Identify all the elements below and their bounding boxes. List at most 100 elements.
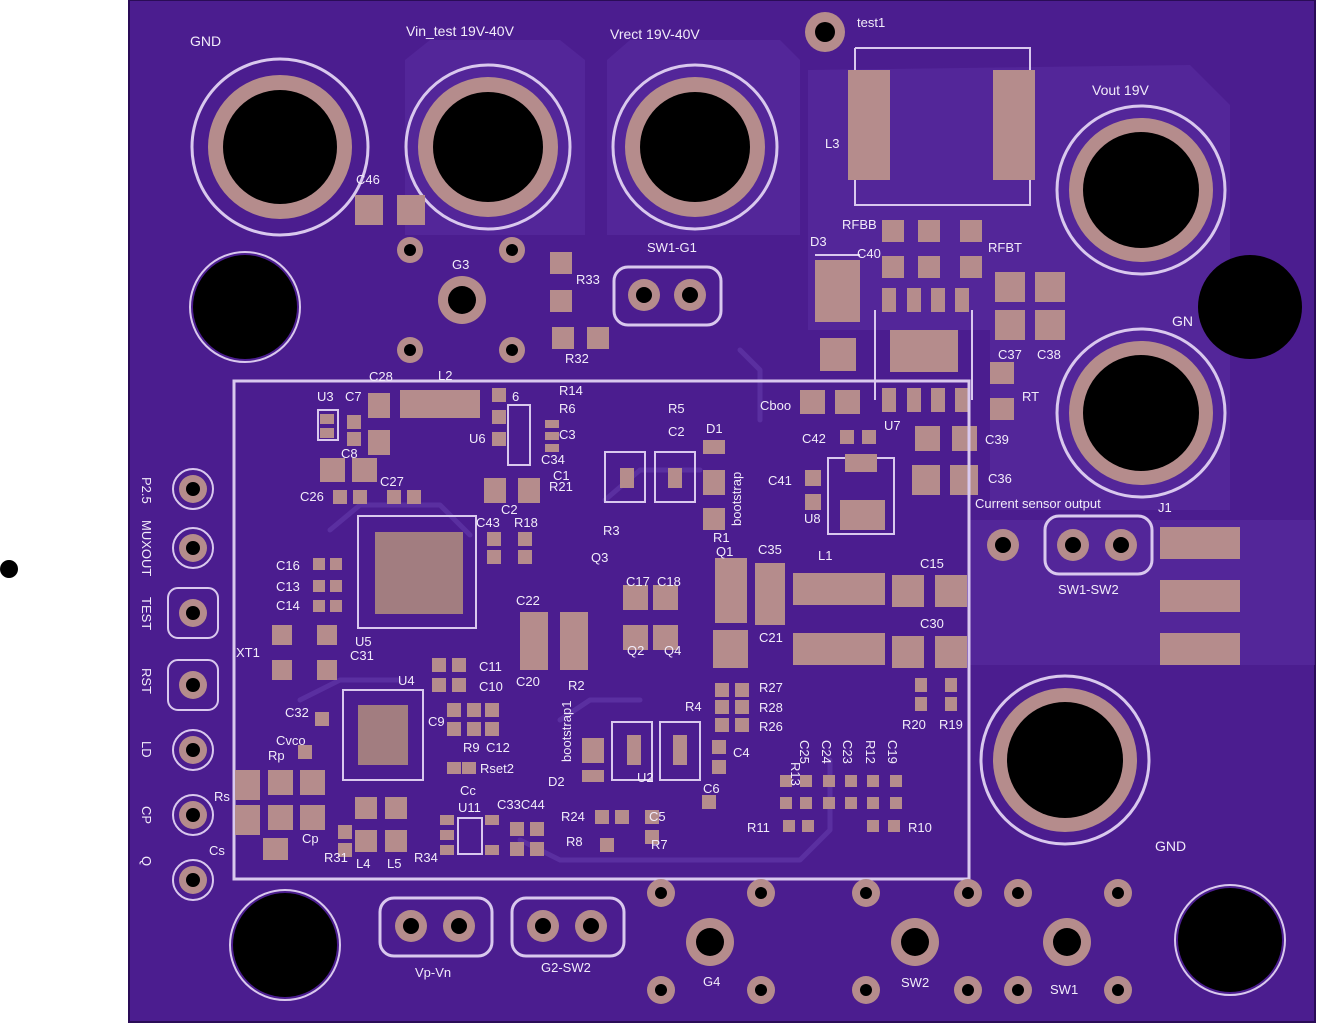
capacitor-c35[interactable]	[755, 563, 785, 625]
transistor-q1[interactable]	[715, 558, 747, 623]
resistor-r11[interactable]	[783, 820, 814, 832]
capacitor-cvco[interactable]	[298, 745, 312, 759]
footprint-sw1[interactable]	[1004, 879, 1132, 1004]
gate-driver-top[interactable]	[604, 451, 696, 503]
footprint-sw2[interactable]	[852, 879, 982, 1004]
inductor-l5[interactable]	[385, 797, 407, 852]
loop-filter-cluster[interactable]	[235, 770, 325, 860]
header-pin-test[interactable]	[167, 587, 219, 639]
capacitor-c33c44[interactable]	[510, 822, 544, 856]
inductor-l3[interactable]	[848, 47, 1035, 206]
capacitor-c10[interactable]	[432, 678, 466, 692]
capacitor-c15[interactable]	[892, 575, 967, 607]
capacitor-c37[interactable]	[995, 272, 1025, 340]
capacitor-c36[interactable]	[912, 465, 978, 495]
gate-driver-u2[interactable]	[611, 721, 701, 781]
inductor-l2[interactable]	[400, 390, 480, 418]
testpoint-test1[interactable]	[805, 12, 845, 52]
label-test: TEST	[139, 597, 154, 630]
resistor-r8[interactable]	[600, 838, 614, 852]
capacitor-c7[interactable]	[347, 415, 361, 446]
capacitor-c28[interactable]	[368, 393, 390, 455]
ic-u6[interactable]	[492, 388, 559, 466]
passive-row-r13-c19[interactable]	[780, 775, 902, 809]
capacitor-c4[interactable]	[712, 740, 726, 774]
terminal-gnd-top-left[interactable]	[190, 57, 370, 237]
capacitor-c6[interactable]	[702, 795, 716, 809]
inductor-l1[interactable]	[793, 573, 885, 665]
connector-j1[interactable]	[1160, 527, 1240, 665]
capacitor-c26[interactable]	[333, 490, 367, 504]
capacitor-c2[interactable]	[484, 478, 540, 503]
capacitor-c42[interactable]	[840, 430, 876, 444]
capacitor-c30[interactable]	[892, 636, 967, 668]
capacitor-c39[interactable]	[915, 426, 977, 451]
ic-u7[interactable]	[874, 288, 973, 412]
connector-sw1-sw2[interactable]	[1043, 514, 1154, 576]
diode-d3[interactable]	[815, 254, 860, 371]
capacitor-c5-r7[interactable]	[645, 810, 659, 844]
resistor-r27-r28-r26[interactable]	[715, 683, 749, 732]
capacitor-c32[interactable]	[315, 712, 329, 726]
terminal-gnd-right[interactable]	[1055, 327, 1227, 499]
capacitor-c14[interactable]	[313, 600, 342, 612]
capacitor-c38[interactable]	[1035, 272, 1065, 340]
header-pin-ld[interactable]	[172, 729, 214, 771]
capacitor-c16[interactable]	[313, 558, 342, 570]
capacitor-c46[interactable]	[355, 195, 425, 225]
testpoint-current-sensor[interactable]	[987, 529, 1019, 561]
terminal-vout[interactable]	[1055, 104, 1227, 276]
header-pin-muxout[interactable]	[172, 527, 214, 569]
connector-g2-sw2[interactable]	[510, 896, 626, 958]
ic-u5[interactable]	[357, 515, 477, 629]
footprint-g4[interactable]	[647, 879, 775, 1004]
header-pin-p25[interactable]	[172, 468, 214, 510]
label-sw1: SW1	[1050, 982, 1078, 997]
resistor-r31[interactable]	[338, 825, 352, 857]
terminal-vin-test[interactable]	[404, 63, 572, 231]
connector-sw1-g1[interactable]	[612, 265, 723, 327]
diode-d2[interactable]	[582, 738, 604, 782]
capacitor-c21[interactable]	[713, 630, 748, 668]
label-r2: R2	[568, 678, 585, 693]
inductor-l4[interactable]	[355, 797, 377, 852]
resistor-r33[interactable]	[550, 252, 572, 312]
resistor-rfbb[interactable]	[882, 220, 940, 242]
capacitor-c40[interactable]	[882, 256, 940, 278]
capacitor-c22[interactable]	[520, 612, 548, 670]
terminal-vrect[interactable]	[611, 63, 779, 231]
footprint-g3[interactable]	[397, 237, 525, 363]
header-pin-cp[interactable]	[172, 794, 214, 836]
resistor-r10[interactable]	[867, 820, 900, 832]
capacitor-c9[interactable]	[447, 703, 499, 736]
resistor-r1[interactable]	[703, 508, 725, 530]
header-pin-rst[interactable]	[167, 659, 219, 711]
connector-vp-vn[interactable]	[378, 896, 494, 958]
ic-u8[interactable]	[827, 454, 895, 535]
resistor-r18[interactable]	[518, 532, 532, 564]
ic-u11[interactable]	[440, 815, 499, 855]
header-pin-q[interactable]	[172, 859, 214, 901]
ic-u4[interactable]	[342, 689, 424, 781]
transistor-bridge-q2-q4[interactable]	[623, 585, 678, 650]
capacitor-c11[interactable]	[432, 658, 466, 672]
resistor-rt[interactable]	[990, 362, 1014, 420]
capacitor-c8[interactable]	[320, 458, 377, 482]
capacitor-cboot[interactable]	[800, 390, 860, 414]
resistor-r32[interactable]	[552, 327, 609, 349]
resistor-rfbt[interactable]	[960, 220, 982, 278]
diode-d1[interactable]	[703, 440, 725, 495]
terminal-gnd-bottom-right[interactable]	[979, 674, 1151, 846]
capacitor-c27[interactable]	[387, 490, 421, 504]
resistor-r24[interactable]	[595, 810, 629, 824]
label-u3: U3	[317, 389, 334, 404]
crystal-xt1[interactable]	[272, 625, 337, 680]
capacitor-c43[interactable]	[487, 532, 501, 564]
ic-u3[interactable]	[317, 409, 339, 441]
capacitor-c41[interactable]	[805, 470, 821, 510]
resistor-r2[interactable]	[560, 612, 588, 670]
capacitor-c13[interactable]	[313, 580, 342, 592]
label-c12: C12	[486, 740, 510, 755]
resistor-rset2[interactable]	[447, 762, 476, 774]
resistor-r20-r19[interactable]	[915, 678, 957, 711]
